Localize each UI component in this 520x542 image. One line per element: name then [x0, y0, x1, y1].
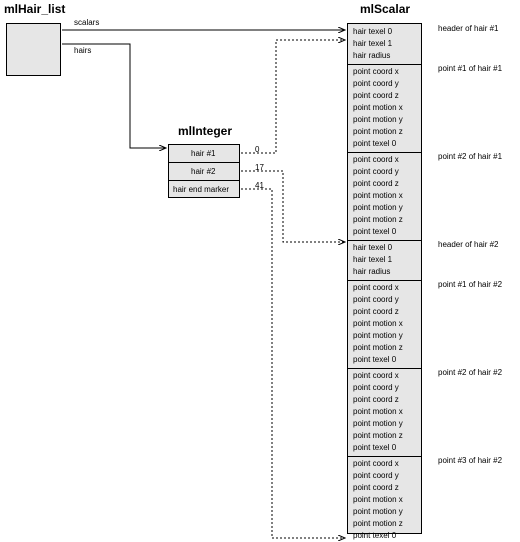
scalar-cell: point texel 0 — [353, 139, 397, 148]
scalar-title: mlScalar — [360, 2, 411, 16]
scalar-cell: point motion y — [353, 203, 403, 212]
hairs-link-label: hairs — [74, 46, 92, 55]
group-label: header of hair #1 — [438, 24, 499, 33]
integer-title: mlInteger — [178, 124, 233, 138]
hairs-link-line — [62, 43, 166, 148]
scalar-cell: hair radius — [353, 267, 391, 276]
hair-list-box — [6, 23, 61, 76]
scalars-link-label: scalars — [74, 18, 100, 27]
scalar-array-box: hair texel 0 hair texel 1 hair radius point… — [347, 23, 422, 540]
group-divider — [348, 240, 421, 241]
scalar-cell: point coord z — [353, 179, 399, 188]
scalar-cell: point coord y — [353, 471, 399, 480]
scalar-cell: point motion z — [353, 431, 403, 440]
scalar-cell: point coord z — [353, 483, 399, 492]
group-label: point #2 of hair #1 — [438, 152, 503, 161]
end-marker-offset-line — [241, 188, 345, 538]
scalar-cell: hair texel 0 — [353, 27, 393, 36]
scalar-cell: point coord y — [353, 383, 399, 392]
scalar-cell: point motion z — [353, 519, 403, 528]
scalar-cell: point motion x — [353, 495, 403, 504]
scalar-cell: hair texel 0 — [353, 243, 393, 252]
scalar-cell: point texel 0 — [353, 355, 397, 364]
scalar-cell: point motion y — [353, 115, 403, 124]
scalar-cell: point motion z — [353, 215, 403, 224]
scalar-cell: point texel 0 — [353, 443, 397, 452]
hair-list-title: mlHair_list — [4, 2, 66, 16]
scalar-cell: point motion z — [353, 127, 403, 136]
scalar-cell: point coord x — [353, 155, 399, 164]
scalar-cell: point motion x — [353, 103, 403, 112]
scalar-cell: point coord z — [353, 307, 399, 316]
scalar-cell: point coord z — [353, 91, 399, 100]
scalar-cell: hair texel 1 — [353, 255, 393, 264]
scalar-cell: point motion x — [353, 319, 403, 328]
group-divider — [348, 152, 421, 153]
scalar-cell: point coord z — [353, 395, 399, 404]
scalar-cell: point coord y — [353, 79, 399, 88]
scalar-cell: point motion x — [353, 407, 403, 416]
group-label: point #2 of hair #2 — [438, 368, 503, 377]
scalar-cell: point coord x — [353, 67, 399, 76]
scalar-cell: point motion y — [353, 507, 403, 516]
offset-label-hair-1: 0 — [255, 145, 260, 154]
integer-cell-hair-1: hair #1 — [169, 145, 239, 163]
group-divider — [348, 368, 421, 369]
scalar-cell: point motion y — [353, 331, 403, 340]
scalar-cell: point motion z — [353, 343, 403, 352]
scalar-cell: point coord x — [353, 459, 399, 468]
integer-array-box: hair #1 hair #2 hair end marker — [168, 144, 240, 198]
scalar-cell: hair texel 1 — [353, 39, 393, 48]
group-label: point #3 of hair #2 — [438, 456, 503, 465]
group-label: header of hair #2 — [438, 240, 499, 249]
integer-cell-end-marker: hair end marker — [173, 185, 230, 194]
scalar-cell: point motion x — [353, 191, 403, 200]
offset-label-end-marker: 41 — [255, 181, 264, 190]
group-divider — [348, 280, 421, 281]
group-divider — [348, 456, 421, 457]
group-label: point #1 of hair #1 — [438, 64, 503, 73]
hair-1-offset-line — [241, 40, 345, 154]
scalar-cell: point texel 0 — [353, 227, 397, 236]
group-divider — [348, 64, 421, 65]
hair-2-offset-line — [241, 170, 345, 242]
scalar-cell: point motion y — [353, 419, 403, 428]
scalar-cell: point texel 0 — [353, 531, 397, 540]
group-label: point #1 of hair #2 — [438, 280, 503, 289]
offset-label-hair-2: 17 — [255, 163, 264, 172]
scalar-cell: hair radius — [353, 51, 391, 60]
scalar-cell: point coord y — [353, 167, 399, 176]
scalar-cell: point coord y — [353, 295, 399, 304]
scalar-cell: point coord x — [353, 283, 399, 292]
scalar-cell: point coord x — [353, 371, 399, 380]
integer-cell-hair-2: hair #2 — [169, 163, 239, 181]
